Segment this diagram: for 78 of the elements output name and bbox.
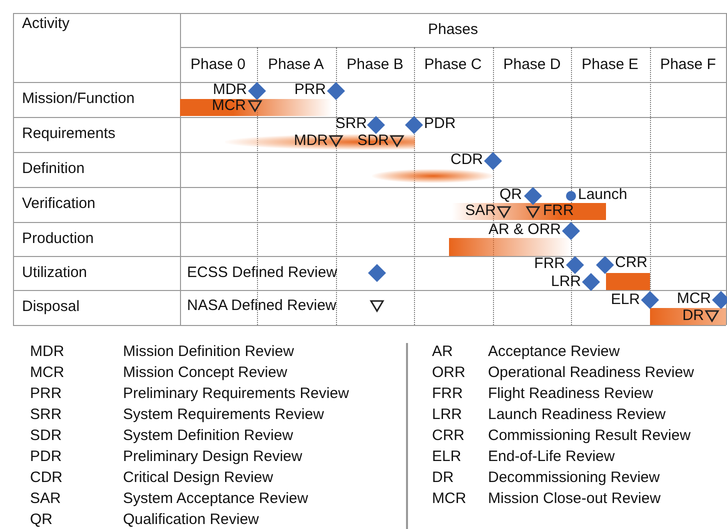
- row-header: Verification: [22, 196, 96, 212]
- abbreviation: SAR: [30, 491, 61, 507]
- abbreviation: ORR: [432, 365, 466, 381]
- column-header: Phase A: [268, 57, 324, 73]
- milestone-label: AR & ORR: [488, 222, 561, 238]
- milestone-label: SRR: [335, 116, 367, 132]
- milestone-label: SDR: [357, 133, 389, 149]
- review-name: System Acceptance Review: [123, 491, 308, 507]
- row-header: Mission/Function: [22, 91, 135, 107]
- review-name: Launch Readiness Review: [488, 407, 666, 423]
- row-header: Requirements: [22, 126, 116, 142]
- abbreviation: MCR: [432, 491, 466, 507]
- abbreviation: CDR: [30, 470, 62, 486]
- review-name: Preliminary Design Review: [123, 449, 302, 465]
- abbreviation: MDR: [30, 344, 64, 360]
- phase-bar: [650, 308, 726, 325]
- column-header: Phase C: [424, 57, 482, 73]
- phase-bar: [372, 169, 494, 183]
- review-name: Flight Readiness Review: [488, 386, 654, 402]
- review-name: System Definition Review: [123, 428, 294, 444]
- phase-bar: [449, 238, 571, 256]
- milestone-label: FRR: [543, 203, 574, 219]
- phase-bar: [452, 203, 606, 220]
- milestone-label: PDR: [424, 116, 456, 132]
- phase-bar: [180, 99, 332, 116]
- review-name: End-of-Life Review: [488, 449, 615, 465]
- milestone-label: LRR: [550, 274, 581, 290]
- review-name: Critical Design Review: [123, 470, 274, 486]
- review-name: System Requirements Review: [123, 407, 324, 423]
- milestone-label: MCR: [212, 98, 246, 114]
- milestone-label: QR: [500, 187, 522, 203]
- milestone-label: MDR: [212, 82, 247, 98]
- milestone-label: DR: [682, 308, 704, 324]
- review-name: Commissioning Result Review: [488, 428, 691, 444]
- row-header: Disposal: [22, 299, 80, 315]
- phase-bar: [606, 273, 650, 290]
- abbreviation: LRR: [432, 407, 462, 423]
- review-name: Acceptance Review: [488, 344, 620, 360]
- column-header: Phase B: [346, 57, 404, 73]
- milestone-label: CRR: [615, 255, 648, 271]
- column-header: Phase E: [582, 57, 638, 73]
- abbreviation: DR: [432, 470, 454, 486]
- abbreviation: AR: [432, 344, 453, 360]
- milestone-label: MCR: [676, 291, 711, 307]
- legend-label: NASA Defined Review: [187, 298, 336, 314]
- abbreviation: PRR: [30, 386, 62, 402]
- abbreviation: MCR: [30, 365, 64, 381]
- column-header: Activity: [22, 16, 70, 32]
- column-header: Phase F: [660, 57, 716, 73]
- review-name: Mission Concept Review: [123, 365, 288, 381]
- abbreviation: SRR: [30, 407, 62, 423]
- column-header: Phase D: [503, 57, 561, 73]
- abbreviation: FRR: [432, 386, 463, 402]
- abbreviation: PDR: [30, 449, 62, 465]
- row-header: Definition: [22, 161, 85, 177]
- column-header: Phases: [428, 22, 478, 38]
- abbreviation: QR: [30, 512, 52, 528]
- review-name: Mission Definition Review: [123, 344, 294, 360]
- milestone-label: FRR: [534, 256, 565, 272]
- milestone-label: MDR: [294, 133, 328, 149]
- milestone-label: SAR: [465, 203, 496, 219]
- phase-bar: [225, 134, 415, 150]
- row-header: Utilization: [22, 265, 88, 281]
- legend-label: ECSS Defined Review: [187, 265, 338, 281]
- column-header: Phase 0: [190, 57, 246, 73]
- row-header: Production: [22, 231, 94, 247]
- abbreviation: ELR: [432, 449, 462, 465]
- review-name: Preliminary Requirements Review: [123, 386, 349, 402]
- abbreviation: SDR: [30, 428, 62, 444]
- review-name: Mission Close-out Review: [488, 491, 661, 507]
- review-name: Operational Readiness Review: [488, 365, 694, 381]
- milestone-label: ELR: [610, 292, 640, 308]
- milestone-label: Launch: [578, 187, 628, 203]
- review-name: Qualification Review: [123, 512, 259, 528]
- abbreviation: CRR: [432, 428, 464, 444]
- review-name: Decommissioning Review: [488, 470, 660, 486]
- milestone-label: PRR: [294, 82, 326, 98]
- milestone-label: CDR: [450, 152, 483, 168]
